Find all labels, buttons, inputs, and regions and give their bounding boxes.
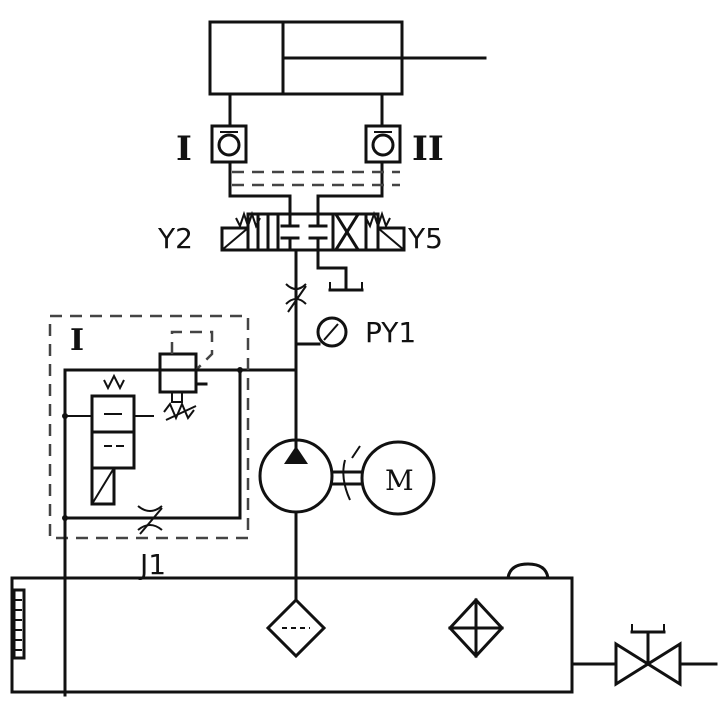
relief-valve [158, 330, 242, 421]
reservoir-tank [10, 576, 574, 694]
hydraulic-cylinder [208, 20, 487, 96]
relief-module-label: I [70, 323, 84, 358]
throttle-j1-icon [137, 505, 163, 535]
pump-motor-coupling [330, 445, 364, 501]
breather-cap-icon [506, 562, 550, 580]
check-valve-left [210, 124, 248, 164]
solenoid-y2-label: Y2 [157, 222, 193, 255]
check-valve-right-label: II [412, 129, 444, 169]
electric-motor [360, 440, 436, 516]
suction-filter-icon [265, 597, 327, 659]
relief-spring-icon [163, 401, 195, 421]
directional-valve [220, 210, 406, 252]
check-valve-left-label: I [176, 129, 192, 169]
solenoid-y5-label: Y5 [407, 222, 443, 255]
valve-tank-return [316, 248, 364, 292]
solenoid-unloading-valve [64, 373, 154, 506]
relief-module-boundary [48, 314, 250, 540]
level-gauge-icon [12, 588, 26, 660]
heat-exchanger-icon [447, 597, 505, 659]
pressure-gauge [294, 316, 348, 348]
throttle-j1-label: J1 [138, 548, 166, 581]
throttle-main-icon [285, 283, 307, 313]
hydraulic-pump [258, 438, 334, 514]
gauge-label: PY1 [365, 316, 416, 349]
check-valve-right [364, 124, 402, 164]
drain-valve [614, 624, 682, 687]
motor-label: M [385, 464, 414, 497]
